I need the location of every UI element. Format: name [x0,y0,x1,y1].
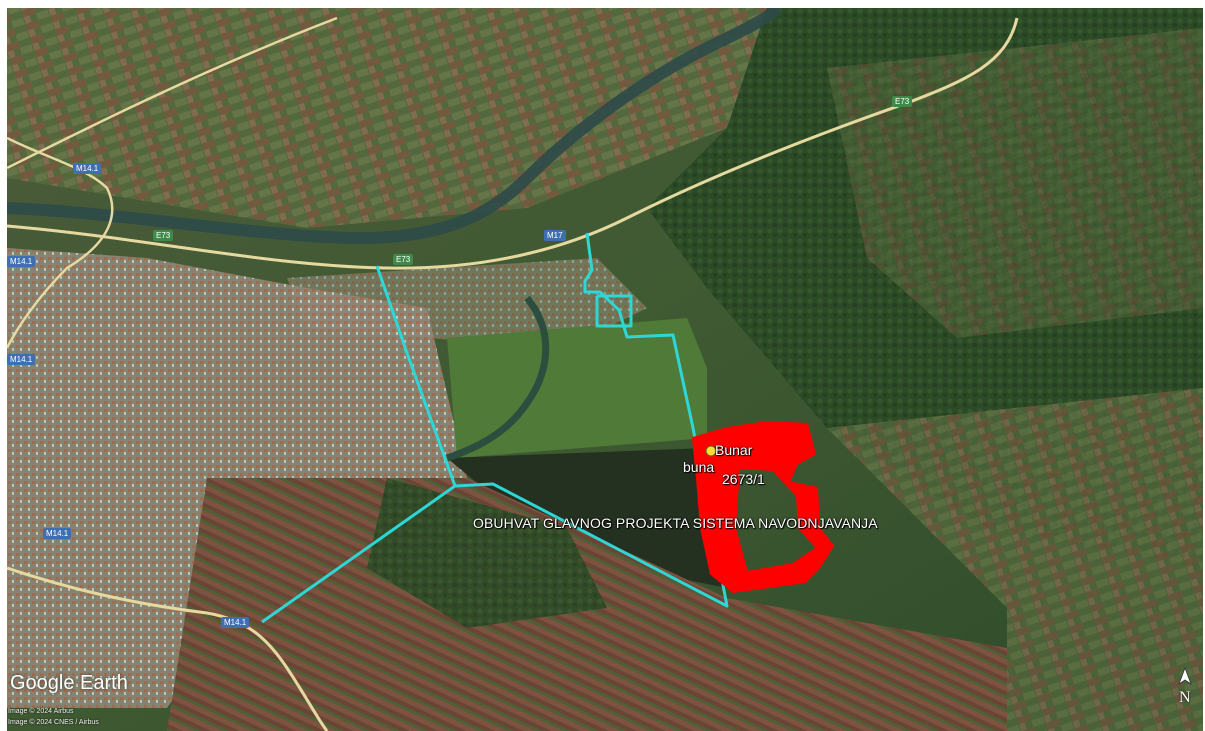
road-e73 [7,17,1019,270]
road-shield: M14.1 [7,354,36,365]
imagery-credit: Image © 2024 Airbus [8,708,74,715]
map-view[interactable]: M14.1 E73 E73 M17 M14.1 M14.1 M14.1 M14.… [7,8,1203,731]
north-label: N [1179,689,1191,706]
road-shield: M17 [544,230,566,241]
fields-east [827,28,1203,338]
forest-patch-south [367,478,607,628]
agricultural-fields-north [7,8,767,228]
road-shield: M14.1 [73,163,102,174]
road-shield: E73 [393,254,414,265]
river-main [7,8,782,245]
road-m14-1-west [7,136,114,349]
parcel-2673-1 [691,420,835,594]
satellite-imagery [7,8,1203,731]
project-area-label: OBUHVAT GLAVNOG PROJEKTA SISTEMA NAVODNJ… [473,515,878,531]
road-shield: M14.1 [43,528,72,539]
well-pin-icon[interactable] [705,445,717,457]
fields-southeast [827,388,1203,731]
road-north-west [7,16,338,170]
road-shield: E73 [153,230,174,241]
project-boundary [261,232,729,624]
well-label: Bunar [715,442,753,458]
parcel-label: 2673/1 [722,471,765,487]
imagery-credit: Image © 2024 CNES / Airbus [8,719,99,726]
town-north-suburb [287,258,647,348]
road-shield: E73 [892,96,913,107]
north-arrow-icon[interactable] [1174,666,1196,712]
well-label-short: buna [683,459,715,475]
road-shield: M14.1 [7,256,36,267]
google-earth-logo: Google Earth [10,672,128,694]
dark-field-center [447,448,727,588]
road-shield: M14.1 [221,617,250,628]
river-branch [445,295,550,462]
